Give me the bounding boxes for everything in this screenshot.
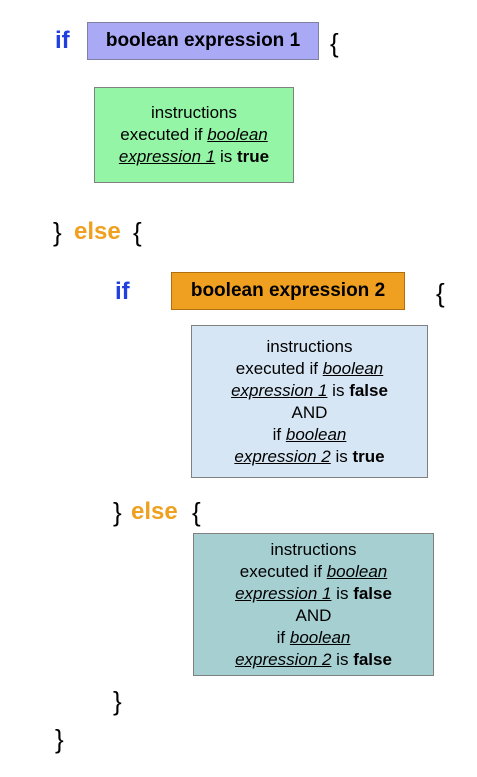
outer-else-keyword: else xyxy=(74,218,121,245)
condition-2-box: boolean expression 2 xyxy=(171,272,405,310)
block2-line5: if boolean xyxy=(272,424,347,444)
outer-else-close-brace: } xyxy=(53,217,62,247)
inner-else-close-brace: } xyxy=(113,497,122,527)
block2-line3: expression 1 is false xyxy=(231,380,388,400)
block1-line3: expression 1 is true xyxy=(118,147,270,166)
block2-line6: expression 2 is true xyxy=(234,446,385,466)
inner-if-open-brace: { xyxy=(436,278,445,308)
block1-line2: executed if boolean xyxy=(120,125,268,144)
block2-line4: AND xyxy=(291,402,328,422)
condition-2-label: boolean expression 2 xyxy=(190,280,386,301)
inner-else-open-brace: { xyxy=(192,497,201,527)
block1-line1: instructions xyxy=(151,103,237,122)
block3-line4: AND xyxy=(295,605,332,625)
condition-1-box: boolean expression 1 xyxy=(87,22,319,60)
outer-if-keyword: if xyxy=(55,27,70,54)
instruction-block-2: instructions executed if boolean express… xyxy=(191,325,428,478)
block2-line1: instructions xyxy=(266,336,353,356)
condition-1-label: boolean expression 1 xyxy=(105,30,301,51)
inner-else-keyword: else xyxy=(131,498,178,525)
instruction-block-3: instructions executed if boolean express… xyxy=(193,533,434,676)
block2-line2: executed if boolean xyxy=(235,358,384,378)
instruction-block-1: instructions executed if boolean express… xyxy=(94,87,294,183)
block3-line2: executed if boolean xyxy=(239,561,388,581)
outer-final-close-brace: } xyxy=(55,724,64,754)
outer-else-open-brace: { xyxy=(133,217,142,247)
inner-if-keyword: if xyxy=(115,278,130,305)
outer-if-open-brace: { xyxy=(330,28,339,58)
inner-final-close-brace: } xyxy=(113,686,122,716)
block3-line5: if boolean xyxy=(276,627,351,647)
block3-line3: expression 1 is false xyxy=(235,583,392,603)
block3-line1: instructions xyxy=(270,539,357,559)
block3-line6: expression 2 is false xyxy=(235,649,392,669)
